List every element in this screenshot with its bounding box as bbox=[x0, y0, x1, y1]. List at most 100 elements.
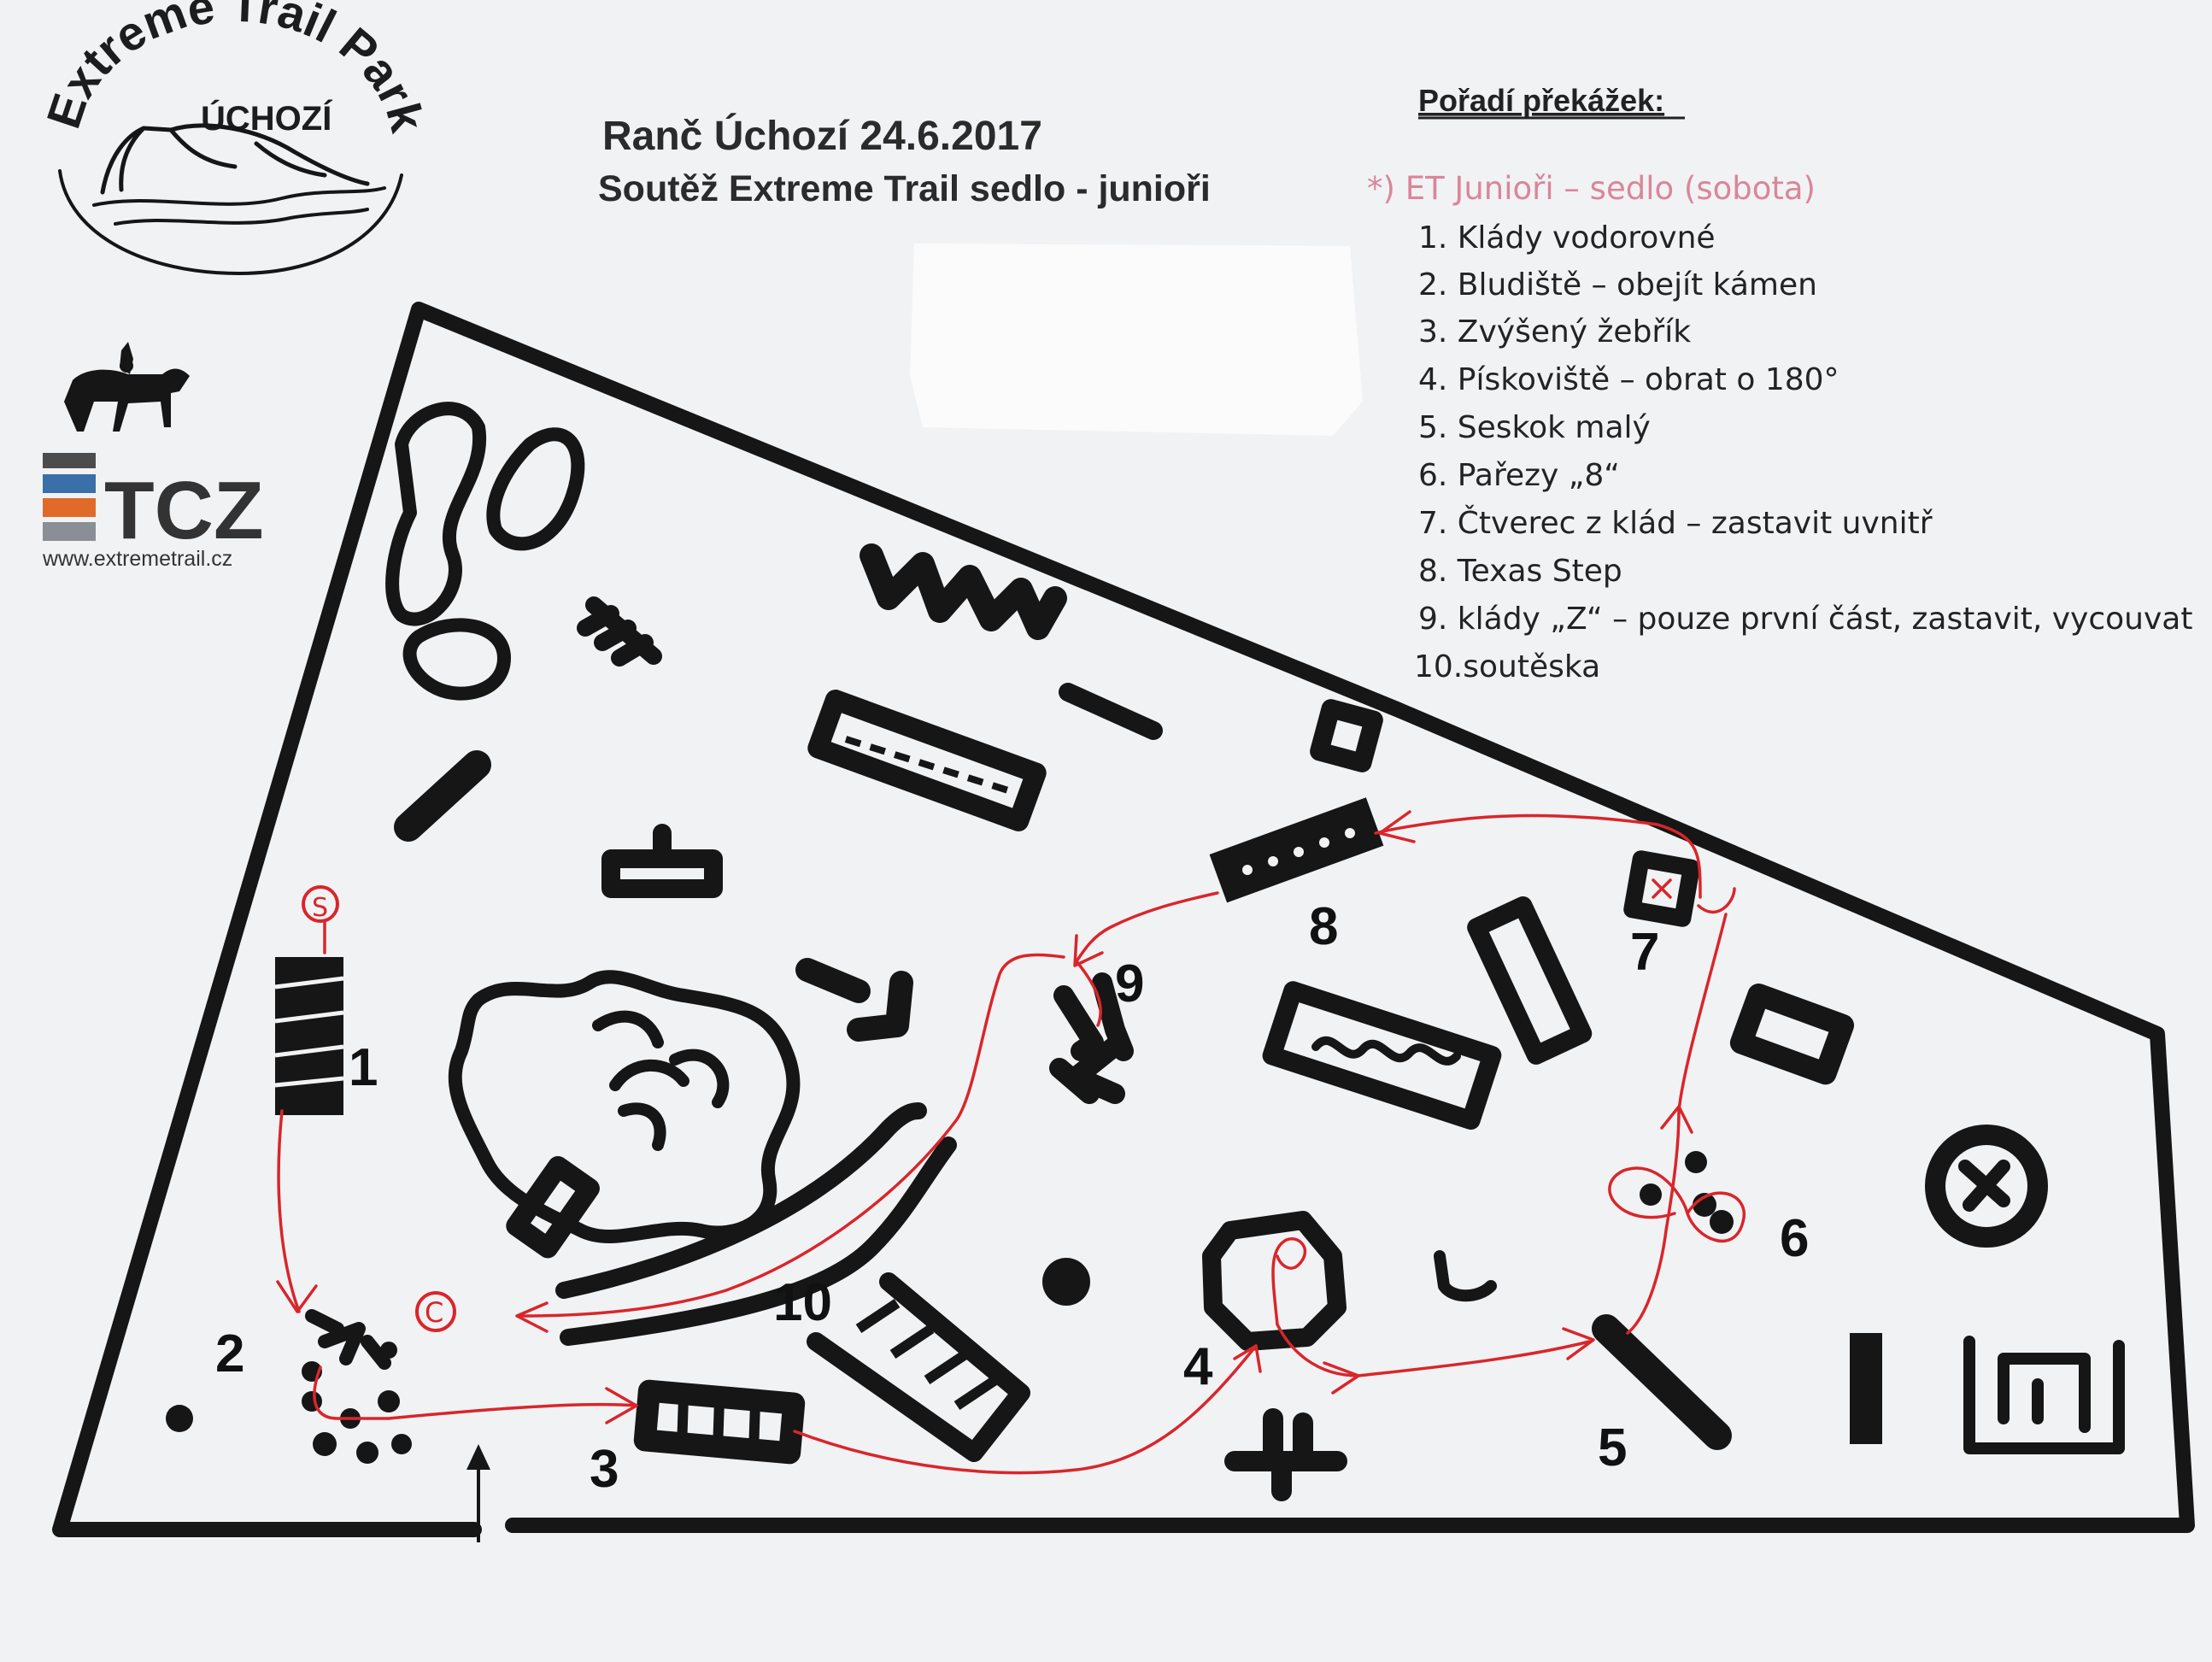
obstacle-8-dots bbox=[1242, 828, 1355, 875]
obstacle-number-1: 1 bbox=[349, 1038, 378, 1097]
white-out-patch bbox=[910, 244, 1363, 436]
route-arrow-8 bbox=[1073, 934, 1104, 967]
obstacle-9-z-logs bbox=[1049, 972, 1134, 1104]
order-item-4: 4. Pískoviště – obrat o 180° bbox=[1418, 362, 1839, 397]
obstacle-5-drop bbox=[1592, 1314, 1732, 1450]
obstacle-6-stump-b bbox=[1640, 1183, 1662, 1206]
logo-circle-arc bbox=[58, 169, 403, 275]
obstacle-4-sandpit bbox=[1202, 1211, 1347, 1351]
obstacle-single-log-top bbox=[1059, 683, 1163, 740]
order-item-1: 1. Klády vodorovné bbox=[1418, 220, 1716, 255]
route-arrow-6 bbox=[1660, 1105, 1693, 1134]
etcz-bar-gray bbox=[43, 522, 96, 541]
obstacle-stump-row bbox=[577, 596, 662, 667]
route-arrow-7 bbox=[1378, 810, 1416, 843]
order-item-9: 9. klády „Z“ – pouze první část, zastavi… bbox=[1418, 602, 2192, 637]
obstacle-6-stump-d bbox=[1710, 1210, 1734, 1234]
route-stop-9 bbox=[1075, 960, 1102, 1027]
horse-head-icon bbox=[100, 123, 370, 195]
obstacle-top-left-maze bbox=[385, 402, 585, 626]
route-arrow-4 bbox=[1323, 1361, 1360, 1395]
etcz-bar-top bbox=[43, 453, 96, 468]
obstacle-right-box bbox=[1729, 984, 1855, 1085]
etcz-bar-blue bbox=[43, 474, 96, 493]
obstacle-pond-inner-maze bbox=[592, 1010, 730, 1151]
order-item-7: 7. Čtverec z klád – zastavit uvnitř bbox=[1418, 505, 1933, 541]
obstacle-7-square bbox=[1623, 850, 1700, 927]
route-sandpit-loop bbox=[1271, 1237, 1307, 1326]
rider-silhouette-icon bbox=[64, 342, 190, 432]
obstacle-dot-mid bbox=[1042, 1258, 1090, 1306]
route-arrow-9 bbox=[515, 1301, 549, 1333]
route-arrow-5 bbox=[1562, 1327, 1595, 1360]
obstacle-right-circle-inner bbox=[1958, 1160, 2010, 1212]
route-start-marker bbox=[302, 885, 339, 923]
entrance-arrow-head-icon bbox=[466, 1444, 490, 1470]
obstacle-zigzag-logs bbox=[860, 543, 1067, 640]
order-item-2: 2. Bludiště – obejít kámen bbox=[1418, 267, 1817, 302]
etcz-bar-orange bbox=[43, 498, 96, 517]
header-line-2: Soutěž Extreme Trail sedlo - junioři bbox=[598, 168, 1211, 209]
route-arrow-2 bbox=[605, 1387, 638, 1424]
etcz-url: www.extremetrail.cz bbox=[42, 547, 232, 571]
obstacle-10-gorge-left-wall bbox=[555, 1102, 927, 1299]
obstacle-6-stump-a bbox=[1685, 1151, 1707, 1173]
order-category: *) ET Junioři – sedlo (sobota) bbox=[1367, 170, 1816, 207]
obstacle-bridge-top bbox=[807, 690, 1047, 831]
route-figure-eight bbox=[1608, 1166, 1746, 1243]
obstacle-small-box-top-right bbox=[1310, 699, 1383, 772]
logo-sub-text: ÚCHOZÍ bbox=[201, 98, 332, 138]
order-item-10: 10.soutěska bbox=[1414, 649, 1600, 684]
route-start-label: S bbox=[312, 893, 328, 923]
order-item-3: 3. Zvýšený žebřík bbox=[1418, 314, 1691, 349]
route-arrow-1 bbox=[276, 1280, 318, 1313]
route-arrow-3 bbox=[1233, 1344, 1262, 1373]
arena-outline bbox=[52, 302, 2195, 1537]
obstacle-order-list: Pořadí překážek: *) ET Junioři – sedlo (… bbox=[1367, 83, 2192, 684]
obstacle-number-6: 6 bbox=[1780, 1209, 1809, 1268]
header-line-1: Ranč Úchozí 24.6.2017 bbox=[602, 112, 1042, 159]
rider-head-icon bbox=[120, 359, 133, 373]
route-square-mark bbox=[1652, 878, 1672, 899]
obstacle-hook bbox=[1434, 1250, 1497, 1302]
route-path: S C bbox=[276, 810, 1746, 1475]
obstacle-l-shape bbox=[795, 958, 913, 1042]
order-item-6: 6. Pařezy „8“ bbox=[1418, 458, 1620, 493]
obstacle-10-ramp-rungs bbox=[855, 1299, 999, 1410]
obstacle-number-8: 8 bbox=[1309, 897, 1338, 956]
obstacle-log-left bbox=[394, 750, 491, 842]
order-item-8: 8. Texas Step bbox=[1418, 554, 1622, 589]
route-finish-label: C bbox=[425, 1296, 443, 1329]
route-finish-marker bbox=[415, 1291, 456, 1332]
obstacle-dot-left bbox=[166, 1405, 193, 1432]
obstacle-wavy-line bbox=[1311, 1036, 1461, 1066]
obstacle-t-shape bbox=[601, 824, 723, 898]
obstacle-bottom-t-bars bbox=[1224, 1408, 1347, 1501]
obstacle-bush-blob bbox=[402, 618, 511, 701]
obstacle-10-gorge-right-wall bbox=[560, 1136, 957, 1346]
obstacle-10-gorge-ramp bbox=[807, 1272, 1030, 1462]
obstacle-number-7: 7 bbox=[1630, 923, 1659, 982]
obstacle-6-stump-c bbox=[1693, 1193, 1716, 1217]
obstacle-bottom-right-maze bbox=[1963, 1336, 2125, 1454]
obstacle-1-log-gaps bbox=[274, 976, 344, 1088]
logo-wave-lines bbox=[92, 186, 386, 226]
obstacle-number-4: 4 bbox=[1183, 1337, 1213, 1396]
obstacle-bridge-top-dashes bbox=[844, 736, 1010, 794]
obstacle-pillar bbox=[1850, 1333, 1882, 1444]
obstacle-pond-plank bbox=[506, 1155, 600, 1259]
order-item-5: 5. Seskok malý bbox=[1418, 410, 1651, 445]
obstacle-wavy-box bbox=[1262, 981, 1502, 1131]
order-heading: Pořadí překážek: bbox=[1418, 83, 1664, 118]
obstacle-number-9: 9 bbox=[1115, 954, 1144, 1013]
obstacle-3-ladder-rungs bbox=[677, 1396, 760, 1454]
obstacle-number-2: 2 bbox=[215, 1324, 244, 1383]
obstacle-number-3: 3 bbox=[590, 1440, 619, 1499]
obstacle-right-circle bbox=[1925, 1125, 2048, 1248]
obstacle-2-maze bbox=[302, 1309, 412, 1464]
etcz-brand: TCZ bbox=[104, 465, 264, 556]
etcz-logo: TCZ www.extremetrail.cz bbox=[42, 342, 264, 571]
obstacle-number-10: 10 bbox=[773, 1273, 832, 1332]
obstacle-diagonal-bridge bbox=[1467, 896, 1593, 1065]
